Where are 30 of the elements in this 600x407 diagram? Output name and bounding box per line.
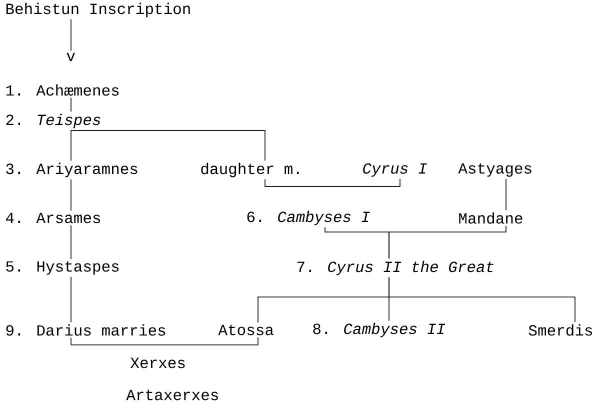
connector-line (388, 277, 576, 322)
name-text: 7. Cyrus II the Great (297, 260, 494, 276)
connector-line (388, 226, 506, 259)
connector-line (70, 276, 72, 322)
name-text: Artaxerxes (126, 390, 218, 400)
connector-line (70, 130, 266, 161)
name-text: 4. Arsames (6, 212, 100, 224)
connector-line (70, 98, 72, 112)
connector-line (70, 224, 72, 260)
name-text: 8. Cambyses II (313, 322, 446, 338)
connector-line (70, 130, 72, 161)
name-text: daughter m. (201, 162, 299, 178)
arrow-mark: v (66, 52, 75, 62)
name-text: Astyages (458, 163, 532, 177)
name-text: Cyrus I (363, 163, 427, 177)
name-text: Xerxes (130, 358, 185, 368)
connector-line (264, 178, 400, 187)
name-text: 5. Hystaspes (6, 261, 119, 275)
name-text: Atossa (218, 324, 274, 336)
connector-line (70, 337, 258, 346)
name-text: 9. Darius marries (6, 324, 166, 336)
name-text: Smerdis (528, 324, 592, 336)
name-text: Mandane (459, 212, 522, 224)
name-text: 1. Achæmenes (6, 84, 119, 96)
name-text: Behistun Inscription (6, 2, 190, 18)
connector-line (70, 19, 72, 52)
name-text: 2. Teispes (6, 114, 100, 128)
name-text: 6. Cambyses I (247, 210, 370, 226)
connector-line (70, 179, 72, 212)
name-text: 3. Ariyaramnes (6, 162, 138, 178)
